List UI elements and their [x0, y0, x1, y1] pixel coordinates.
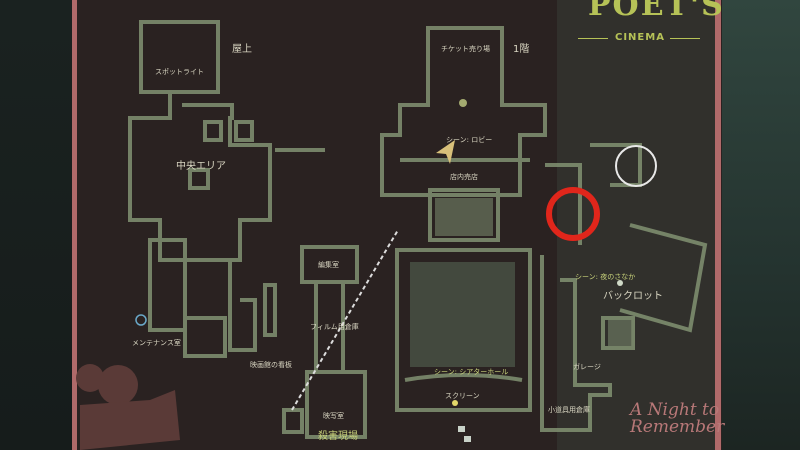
room-label-concession: 店内売店 — [450, 173, 478, 181]
backlot-walls — [619, 223, 708, 333]
room-label-projection: 映写室 — [323, 412, 344, 420]
room-label-props-storage: 小道具用倉庫 — [548, 406, 590, 414]
poster-border-right — [715, 0, 721, 450]
target-circle-icon — [546, 187, 600, 241]
background-left — [0, 0, 72, 450]
logo-divider — [670, 38, 700, 39]
poster-border-left — [72, 0, 77, 450]
floor-label-roof: 屋上 — [232, 44, 252, 55]
editing-room — [300, 245, 359, 284]
backlot-light-icon — [617, 280, 623, 286]
lobby-walls — [380, 26, 547, 197]
lock-icon — [458, 426, 465, 432]
logo-subtitle: CINEMA — [615, 32, 665, 43]
spotlight-room — [139, 20, 220, 94]
background-right — [722, 0, 800, 450]
room-label-maintenance: メンテナンス室 — [132, 339, 181, 347]
room-label-night-scene: シーン: 夜のさなか — [575, 273, 636, 281]
highlight-circle-icon — [615, 145, 657, 187]
lobby-marker — [459, 99, 467, 107]
room-label-editing: 編集室 — [318, 261, 339, 269]
room-label-cinema-sign: 映画館の看板 — [250, 361, 292, 369]
room-label-garage: ガレージ — [573, 363, 601, 371]
room-label-screen: スクリーン — [445, 392, 480, 400]
lock-icon — [464, 436, 471, 442]
camera-icon — [76, 364, 180, 450]
room-label-backlot: バックロット — [603, 291, 663, 302]
room-label-lobby-scene: シーン: ロビー — [446, 136, 493, 144]
player-arrow-icon — [436, 140, 455, 164]
room-label-film-storage: フィルム用倉庫 — [310, 323, 359, 331]
room-label-theater-scene: シーン: シアターホール — [434, 368, 509, 376]
concession-hatch — [435, 198, 493, 236]
projection-room — [305, 370, 367, 439]
poster-tagline: A Night to Remember — [630, 400, 725, 437]
theater-hall — [395, 248, 532, 412]
central-area-walls — [128, 92, 272, 262]
room-label-ticket-booth: チケット売り場 — [441, 45, 490, 53]
logo-title: POET'S — [588, 0, 725, 23]
room-label-central-area: 中央エリア — [176, 161, 226, 172]
logo-divider — [578, 38, 608, 39]
screen-light-icon — [452, 400, 458, 406]
floor-label-first: 1階 — [513, 44, 530, 55]
question-icon — [135, 314, 147, 326]
room-label-spotlight: スポットライト — [155, 68, 204, 76]
theater-seats — [410, 262, 515, 367]
room-label-murder-scene: 殺害現場 — [318, 431, 358, 442]
garage-walls — [540, 255, 612, 432]
concession-area — [428, 188, 500, 242]
